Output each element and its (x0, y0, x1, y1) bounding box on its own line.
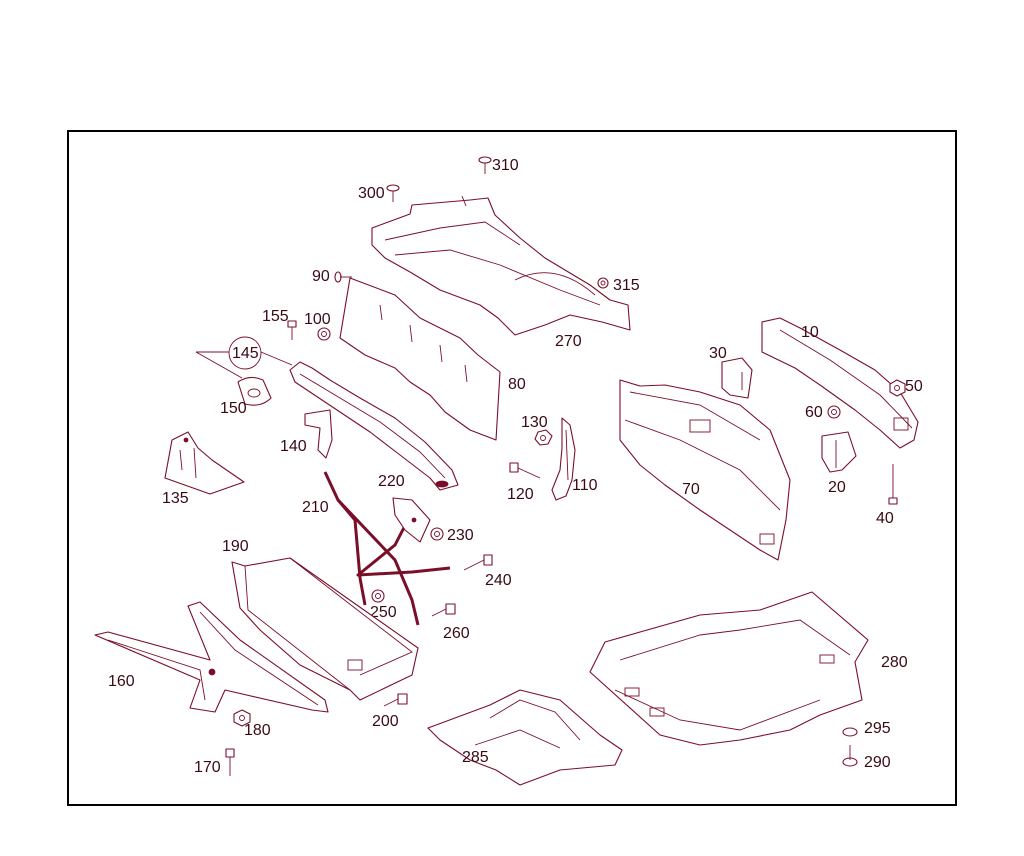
label-90: 90 (312, 268, 330, 285)
part-230-nut[interactable] (430, 527, 444, 541)
label-50: 50 (905, 378, 923, 395)
part-60-nut[interactable] (827, 405, 841, 419)
part-135-support[interactable] (164, 431, 245, 495)
label-150: 150 (220, 400, 247, 417)
label-155: 155 (262, 308, 289, 325)
part-220-gusset[interactable] (392, 497, 431, 543)
part-285-lower-shield[interactable] (427, 689, 623, 786)
part-210-brace-frame[interactable] (323, 471, 451, 626)
label-250: 250 (370, 604, 397, 621)
part-150-mount-pad[interactable] (237, 376, 272, 406)
part-10-crossmember[interactable] (761, 317, 919, 449)
label-180: 180 (244, 722, 271, 739)
label-140: 140 (280, 438, 307, 455)
part-290-screw[interactable] (842, 745, 858, 767)
part-70-rear-panel[interactable] (619, 379, 791, 561)
label-280: 280 (881, 654, 908, 671)
part-110-bracket[interactable] (551, 417, 576, 501)
part-240-bolt[interactable] (463, 554, 493, 571)
label-160: 160 (108, 673, 135, 690)
part-80-shield-panel[interactable] (339, 277, 501, 441)
part-90-screw[interactable] (334, 271, 352, 283)
callout-145 (195, 336, 293, 379)
label-295: 295 (864, 720, 891, 737)
label-285: 285 (462, 749, 489, 766)
part-260-bolt[interactable] (431, 603, 456, 617)
part-155-bolt[interactable] (287, 320, 297, 340)
label-290: 290 (864, 754, 891, 771)
label-110: 110 (572, 477, 598, 494)
part-300-screw[interactable] (386, 184, 400, 202)
part-120-bolt[interactable] (509, 462, 541, 479)
part-130-nut[interactable] (534, 429, 553, 446)
part-295-washer[interactable] (842, 727, 858, 737)
label-30: 30 (709, 345, 727, 362)
label-220: 220 (378, 473, 405, 490)
part-145-cross-strut[interactable] (289, 361, 459, 491)
part-100-nut[interactable] (317, 327, 331, 341)
label-230: 230 (447, 527, 474, 544)
part-140-bracket[interactable] (304, 409, 333, 459)
diagram-frame (67, 130, 957, 806)
part-280-underbody-panel[interactable] (589, 591, 869, 746)
label-260: 260 (443, 625, 470, 642)
label-120: 120 (507, 486, 534, 503)
part-30-bracket[interactable] (721, 357, 753, 399)
part-190-tray[interactable] (231, 557, 419, 701)
part-160-x-brace[interactable] (94, 601, 329, 713)
label-40: 40 (876, 510, 894, 527)
label-145: 145 (232, 345, 259, 362)
part-20-bracket[interactable] (821, 431, 857, 473)
label-70: 70 (682, 481, 700, 498)
part-200-bolt[interactable] (383, 693, 408, 707)
label-300: 300 (358, 185, 385, 202)
label-200: 200 (372, 713, 399, 730)
part-315-nut[interactable] (597, 277, 609, 289)
part-250-nut[interactable] (371, 589, 385, 603)
label-80: 80 (508, 376, 526, 393)
label-310: 310 (492, 157, 519, 174)
part-50-nut[interactable] (889, 379, 906, 397)
label-210: 210 (302, 499, 329, 516)
part-40-long-bolt[interactable] (888, 464, 898, 505)
label-240: 240 (485, 572, 512, 589)
label-270: 270 (555, 333, 582, 350)
label-135: 135 (162, 490, 189, 507)
label-315: 315 (613, 277, 640, 294)
part-310-screw[interactable] (478, 156, 492, 174)
label-130: 130 (521, 414, 548, 431)
label-60: 60 (805, 404, 823, 421)
label-20: 20 (828, 479, 846, 496)
label-10: 10 (801, 324, 819, 341)
label-100: 100 (304, 311, 331, 328)
label-170: 170 (194, 759, 221, 776)
part-270-upper-panel[interactable] (371, 195, 631, 336)
part-170-bolt[interactable] (225, 748, 235, 776)
label-190: 190 (222, 538, 249, 555)
part-180-nut[interactable] (233, 709, 251, 727)
